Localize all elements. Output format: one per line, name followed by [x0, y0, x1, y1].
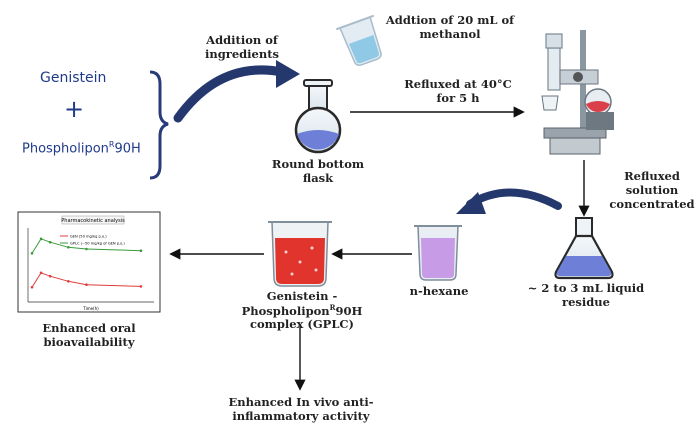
legend-label: GPLC (~50 mg/kg of GEN p.o.)	[70, 242, 125, 246]
data-point	[67, 280, 70, 283]
rotary-evaporator-icon	[541, 30, 614, 155]
genistein-label: Genistein	[40, 70, 107, 86]
data-point	[30, 251, 34, 255]
antiinflammatory-label: Enhanced In vivo anti-inflammatory activ…	[228, 395, 374, 423]
data-point	[39, 237, 43, 241]
complex-label: Genistein - PhospholiponR90H complex (GP…	[241, 289, 363, 332]
data-point	[30, 285, 34, 289]
chart-title: Pharmacokinetic analysis	[61, 218, 125, 224]
hexane-beaker-icon	[414, 225, 462, 281]
curly-brace	[149, 70, 169, 180]
round-bottom-flask-label: Round bottom flask	[271, 157, 365, 185]
data-point	[139, 249, 143, 252]
phospholipon-label: PhospholiponR90H	[22, 140, 141, 157]
curved-arrow-hexane	[466, 188, 562, 210]
series-line-0	[31, 272, 141, 288]
data-point	[139, 285, 143, 288]
pk-chart: Pharmacokinetic analysis Time(h) GEN (50…	[17, 211, 161, 313]
data-point	[48, 240, 52, 244]
chart-xlabel: Time(h)	[82, 306, 99, 311]
data-point	[48, 274, 52, 278]
data-point	[39, 271, 43, 275]
data-point	[67, 246, 70, 249]
round-bottom-flask-icon	[294, 79, 342, 154]
complex-beaker-icon	[268, 221, 332, 287]
beaker-methanol-icon	[335, 14, 382, 67]
data-point	[85, 283, 88, 287]
erlenmeyer-flask-icon	[554, 217, 614, 280]
series-line-1	[31, 238, 141, 254]
data-point	[85, 247, 88, 251]
plus-sign: +	[64, 95, 85, 123]
hexane-label: n-hexane	[409, 284, 469, 298]
legend-label: GEN (50 mg/kg p.o.)	[70, 235, 107, 239]
curved-arrow-addition	[173, 65, 287, 123]
